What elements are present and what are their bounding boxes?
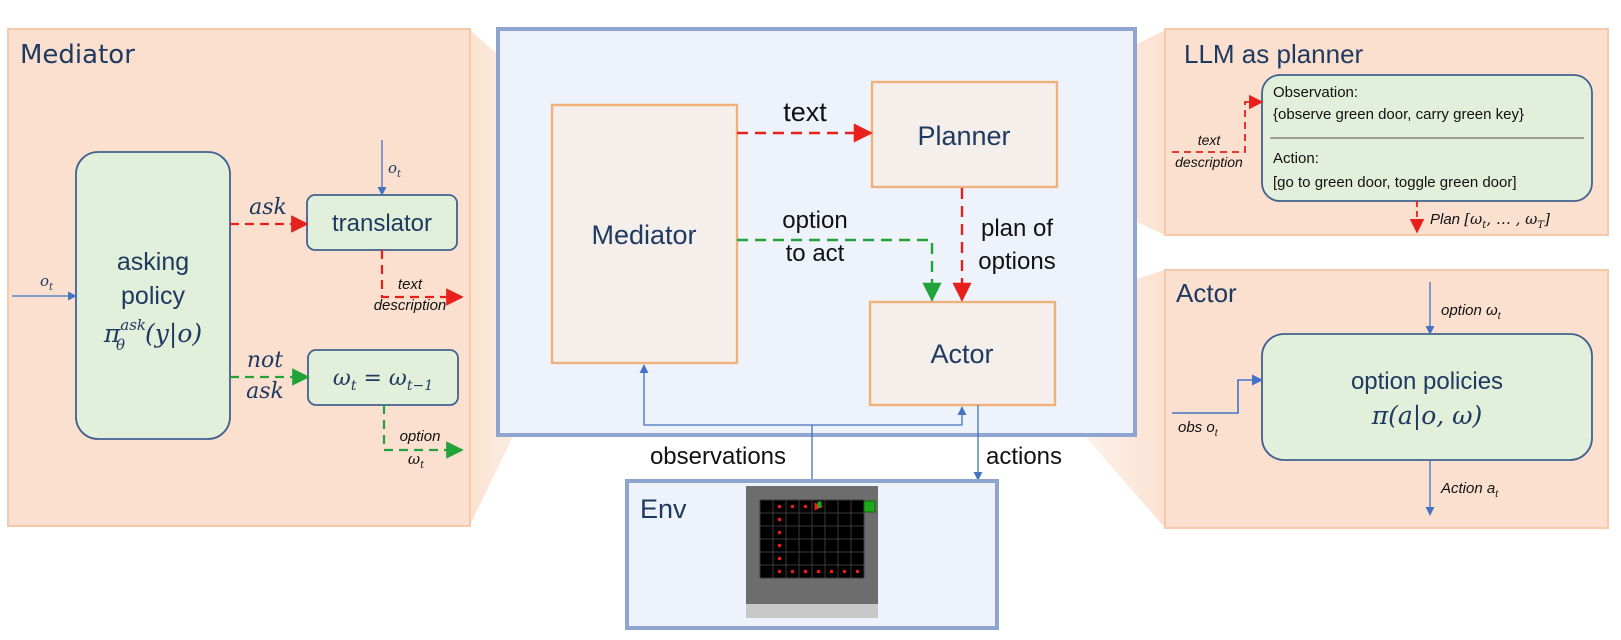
observation-value: {observe green door, carry green key} — [1273, 106, 1524, 123]
plan-label-1: plan of — [981, 215, 1053, 242]
option-out-label: option — [400, 428, 441, 445]
obs-actor-arrow — [1172, 374, 1264, 414]
mediator-panel-title: Mediator — [20, 40, 135, 70]
actor-panel-title: Actor — [1176, 278, 1237, 308]
planner-input-label-1: text — [1198, 132, 1222, 148]
path-dot — [777, 517, 782, 522]
green-key — [817, 501, 822, 508]
action-output-label: Action at — [1440, 480, 1499, 500]
option-policies-label: option policies — [1351, 368, 1503, 395]
option-policies-formula: π(a|o, ω) — [1371, 401, 1483, 431]
option-input-label: option ωt — [1441, 302, 1502, 322]
observations-to-actor-arrow — [812, 406, 967, 426]
plan-label-2: options — [978, 248, 1055, 275]
not-ask-label-2: ask — [246, 379, 284, 404]
omega-equation: ωt = ωt−1 — [333, 366, 433, 394]
env-grid — [759, 499, 876, 579]
observation-heading: Observation: — [1273, 84, 1358, 101]
asking-policy-label-1: asking — [117, 248, 189, 276]
mediator-box-label: Mediator — [591, 220, 696, 250]
path-dot — [803, 504, 808, 509]
env-panel: Env — [625, 479, 999, 630]
observations-label: observations — [650, 443, 786, 470]
path-dot — [829, 569, 834, 574]
path-dot — [777, 504, 782, 509]
option-to-act-arrow — [737, 238, 942, 302]
option-out-symbol: ωt — [408, 450, 425, 471]
path-dot — [816, 569, 821, 574]
actions-label: actions — [986, 443, 1062, 470]
path-dot — [777, 569, 782, 574]
planner-input-arrow — [1172, 94, 1264, 153]
plan-output-label: Plan [ωt, … , ωT] — [1430, 210, 1550, 231]
actor-box — [868, 300, 1057, 407]
text-arrow-label: text — [783, 97, 827, 127]
path-dot — [790, 569, 795, 574]
translator-label: translator — [332, 210, 432, 237]
green-door — [863, 500, 876, 513]
path-dot — [803, 569, 808, 574]
option-policies-box — [1261, 333, 1593, 461]
option-out-arrow — [382, 405, 464, 459]
path-dot — [777, 530, 782, 535]
mediator-box — [550, 103, 739, 365]
actor-panel: Actor option policies π(a|o, ω) option ω… — [1164, 269, 1609, 529]
planner-box — [870, 80, 1059, 189]
planner-box-label: Planner — [917, 121, 1010, 151]
option-to-act-label-1: option — [782, 207, 847, 234]
planner-panel-title: LLM as planner — [1184, 39, 1364, 69]
action-value: [go to green door, toggle green door] — [1273, 174, 1517, 191]
center-panel: Mediator Planner Actor text option to ac… — [496, 27, 1137, 482]
path-dot — [790, 504, 795, 509]
option-to-act-label-2: to act — [786, 240, 845, 267]
obs-actor-label: obs ot — [1178, 419, 1219, 439]
not-ask-label-1: not — [247, 348, 283, 373]
path-dot — [777, 543, 782, 548]
asking-policy-label-2: policy — [121, 282, 185, 310]
action-heading: Action: — [1273, 150, 1319, 167]
planner-panel: LLM as planner Observation: {observe gre… — [1164, 28, 1609, 236]
obs-input-label: ot — [40, 272, 54, 293]
actor-box-label: Actor — [930, 339, 993, 369]
path-dot — [855, 569, 860, 574]
observations-to-mediator-arrow — [639, 364, 813, 482]
path-dot — [842, 569, 847, 574]
obs-top-label: ot — [388, 159, 402, 180]
text-description-out-arrow — [380, 250, 464, 306]
ask-label: ask — [249, 195, 287, 220]
path-dot — [777, 556, 782, 561]
text-out-label-2: description — [374, 297, 447, 314]
planner-input-label-2: description — [1175, 154, 1243, 170]
text-out-label-1: text — [398, 276, 423, 293]
env-title: Env — [640, 494, 687, 524]
